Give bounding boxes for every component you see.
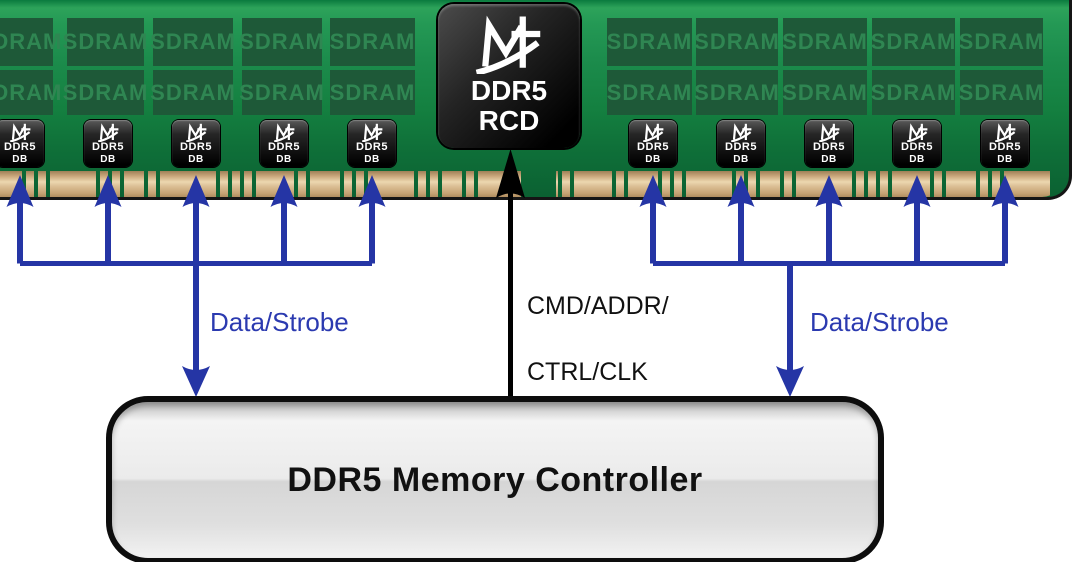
data-strobe-label-right: Data/Strobe [810,307,949,337]
gold-finger [616,171,624,197]
data-strobe-label-left: Data/Strobe [210,307,349,337]
gold-finger [220,171,228,197]
gold-finger [856,171,864,197]
gold-finger [244,171,252,197]
gold-finger [112,171,120,197]
gold-finger [880,171,888,197]
gold-finger [748,171,756,197]
gold-finger [946,171,976,197]
gold-finger [124,171,144,197]
gold-finger [662,171,670,197]
gold-finger [466,171,474,197]
gold-finger [418,171,426,197]
gold-finger [934,171,942,197]
gold-finger [556,171,558,197]
gold-finger [868,171,876,197]
gold-finger [298,171,306,197]
gold-finger [992,171,1000,197]
gold-finger [686,171,732,197]
gold-finger [1004,171,1050,197]
gold-finger [26,171,34,197]
gold-finger [760,171,780,197]
gold-finger [478,171,521,197]
gold-finger [736,171,744,197]
gold-finger [344,171,352,197]
gold-finger [50,171,96,197]
gold-finger [38,171,46,197]
gold-finger [574,171,612,197]
gold-finger [310,171,340,197]
gold-finger [232,171,240,197]
cmd-addr-line1: CMD/ADDR/ [527,292,669,320]
gold-finger [256,171,294,197]
memory-controller-label: DDR5 Memory Controller [287,460,703,499]
gold-finger [0,171,22,197]
gold-finger [562,171,570,197]
gold-fingers [0,171,1062,197]
gold-finger [980,171,988,197]
gold-finger [442,171,462,197]
gold-finger [160,171,216,197]
gold-finger [100,171,108,197]
gold-finger [796,171,852,197]
gold-finger [892,171,930,197]
memory-controller-box: DDR5 Memory Controller [106,396,884,562]
gold-finger [784,171,792,197]
cmd-addr-ctrl-clk-label: CMD/ADDR/ CTRL/CLK [527,290,669,389]
gold-finger [430,171,438,197]
dimm-pcb [0,0,1072,200]
gold-finger [628,171,658,197]
gold-finger [356,171,364,197]
gold-finger [148,171,156,197]
gold-finger [368,171,414,197]
gold-finger [674,171,682,197]
cmd-addr-line2: CTRL/CLK [527,358,648,386]
